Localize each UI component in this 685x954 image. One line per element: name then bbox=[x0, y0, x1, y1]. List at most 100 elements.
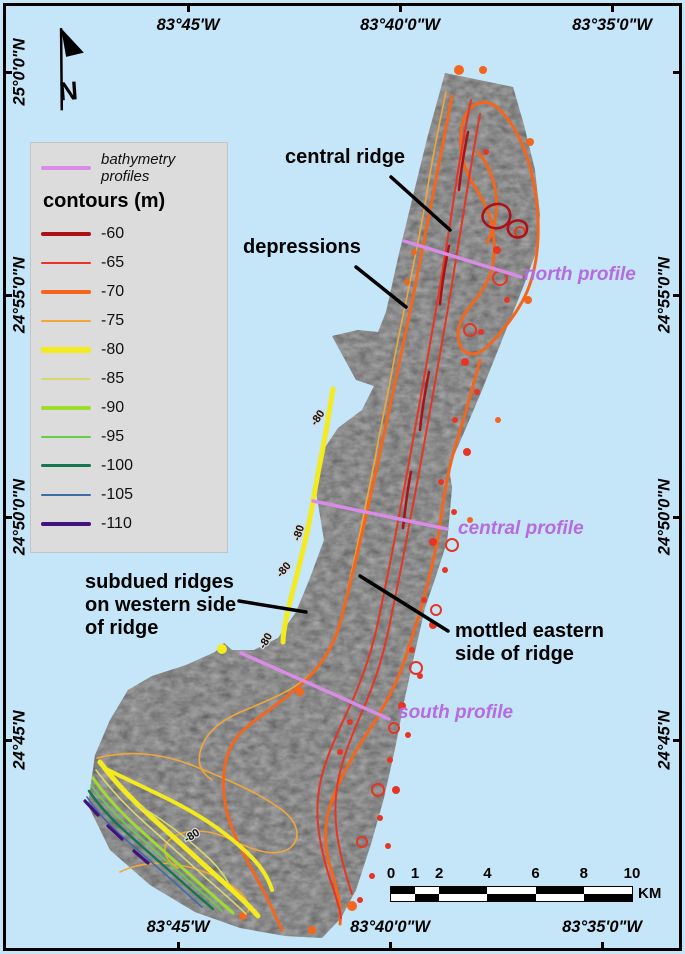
scale-num-4: 4 bbox=[483, 865, 492, 882]
legend-row-110: -110 bbox=[41, 509, 227, 538]
scale-num-8: 8 bbox=[579, 865, 588, 882]
legend-title: contours (m) bbox=[43, 190, 166, 212]
mottled-line-2: side of ridge bbox=[455, 643, 574, 665]
contour-label-80-c: -80 bbox=[274, 560, 293, 580]
scale-num-10: 10 bbox=[623, 865, 641, 882]
north-arrow-n: N bbox=[58, 75, 79, 106]
legend-row-75: -75 bbox=[41, 306, 227, 335]
label-60: -60 bbox=[101, 224, 125, 242]
contour-95 bbox=[90, 784, 223, 912]
tick-left-4 bbox=[3, 739, 12, 742]
depressions-leader bbox=[354, 265, 408, 309]
legend-row-100: -100 bbox=[41, 451, 227, 480]
lat-label-left-25: 25°0'0"N bbox=[10, 38, 29, 106]
tick-right-1 bbox=[673, 71, 682, 74]
swatch-65 bbox=[41, 261, 91, 264]
swatch-75 bbox=[41, 319, 91, 322]
tick-left-2 bbox=[3, 294, 12, 297]
legend-profiles-row: bathymetry profiles bbox=[41, 150, 227, 185]
lat-label-left-2455: 24°55'0"N bbox=[10, 256, 29, 334]
label-90: -90 bbox=[101, 398, 125, 416]
swatch-70 bbox=[41, 289, 91, 294]
label-100: -100 bbox=[101, 456, 134, 474]
label-105: -105 bbox=[101, 485, 134, 503]
scale-bar-bottom-row bbox=[391, 894, 632, 901]
scale-bar-top-row bbox=[391, 887, 632, 894]
tick-top-2 bbox=[399, 3, 402, 12]
label-95: -95 bbox=[101, 427, 125, 445]
scale-bar: 0 1 2 4 6 8 10 KM bbox=[387, 865, 661, 902]
lon-label-top-35: 83°35'0"W bbox=[572, 16, 652, 34]
annotation-central-ridge: central ridge bbox=[285, 146, 406, 168]
lat-label-right-2445: 24°45'N bbox=[655, 710, 674, 770]
annotation-mottled: mottled eastern side of ridge bbox=[455, 620, 604, 666]
tick-bottom-2 bbox=[389, 942, 392, 951]
swatch-100 bbox=[41, 464, 91, 467]
tick-bottom-1 bbox=[177, 942, 180, 951]
swatch-60 bbox=[41, 231, 91, 236]
annotation-subdued-ridges: subdued ridges on western side of ridge bbox=[85, 571, 236, 640]
scale-unit: KM bbox=[638, 885, 662, 902]
mottled-line-1: mottled eastern bbox=[455, 620, 604, 642]
scale-num-1: 1 bbox=[410, 865, 420, 882]
swatch-90 bbox=[41, 405, 91, 410]
swatch-110 bbox=[41, 521, 91, 526]
tick-left-1 bbox=[3, 71, 12, 74]
tick-bottom-3 bbox=[601, 942, 604, 951]
subdued-line-1: subdued ridges bbox=[85, 571, 234, 593]
subdued-ridges-leader bbox=[237, 599, 308, 614]
lat-label-left-2445: 24°45'N bbox=[10, 710, 29, 770]
swatch-85 bbox=[41, 377, 91, 380]
tick-right-2 bbox=[673, 294, 682, 297]
legend-row-65: -65 bbox=[41, 248, 227, 277]
legend-row-80: -80 bbox=[41, 335, 227, 364]
contour-80-blob bbox=[217, 644, 227, 654]
contour-90 bbox=[91, 776, 235, 915]
north-arrow-head bbox=[61, 28, 84, 57]
swatch-95 bbox=[41, 435, 91, 438]
south-profile-label: south profile bbox=[398, 702, 514, 723]
legend-row-95: -95 bbox=[41, 422, 227, 451]
tick-top-3 bbox=[611, 3, 614, 12]
mottled-leader bbox=[358, 574, 450, 633]
contour-100 bbox=[87, 789, 215, 911]
tick-right-4 bbox=[673, 739, 682, 742]
label-110: -110 bbox=[101, 514, 132, 532]
central-ridge-leader bbox=[389, 175, 452, 232]
lon-label-bottom-40: 83°40'0"W bbox=[350, 918, 430, 936]
tick-top-1 bbox=[187, 3, 190, 12]
central-profile-line bbox=[311, 499, 449, 531]
profiles-label: bathymetry profiles bbox=[101, 150, 176, 185]
legend-row-70: -70 bbox=[41, 277, 227, 306]
profile-lines bbox=[239, 239, 523, 721]
label-80: -80 bbox=[101, 340, 125, 358]
label-70: -70 bbox=[101, 282, 125, 300]
lon-label-bottom-45: 83°45'W bbox=[146, 918, 210, 936]
legend-row-85: -85 bbox=[41, 364, 227, 393]
lon-label-top-40: 83°40'0"W bbox=[360, 16, 440, 34]
label-75: -75 bbox=[101, 311, 125, 329]
subdued-line-2: on western side bbox=[85, 594, 237, 616]
lat-label-right-2450: 24°50'0"N bbox=[655, 478, 674, 556]
north-profile-label: north profile bbox=[524, 264, 636, 285]
legend-panel: bathymetry profiles contours (m) -60 -65… bbox=[30, 142, 228, 553]
lat-label-right-2455: 24°55'0"N bbox=[655, 256, 674, 334]
lat-label-left-2450: 24°50'0"N bbox=[10, 478, 29, 556]
legend-row-105: -105 bbox=[41, 480, 227, 509]
legend-row-60: -60 bbox=[41, 219, 227, 248]
annotation-depressions: depressions bbox=[243, 236, 361, 258]
contour-70 bbox=[222, 94, 540, 932]
contour-105 bbox=[86, 796, 203, 908]
central-profile-label: central profile bbox=[458, 518, 584, 539]
contour-65 bbox=[316, 99, 526, 919]
swatch-105 bbox=[41, 493, 91, 496]
annotation-leaders bbox=[237, 175, 452, 633]
tick-right-3 bbox=[673, 516, 682, 519]
north-profile-line bbox=[402, 239, 523, 279]
north-arrow: N bbox=[58, 28, 84, 111]
contour-110 bbox=[83, 799, 150, 865]
subdued-line-3: of ridge bbox=[85, 617, 159, 639]
contour-85 bbox=[95, 769, 247, 915]
scale-num-0: 0 bbox=[386, 865, 396, 882]
